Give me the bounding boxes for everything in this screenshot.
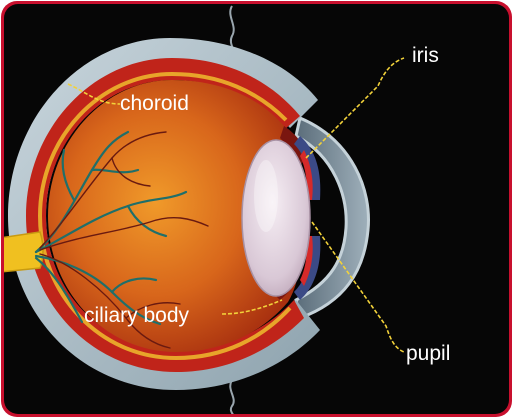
lens (242, 140, 310, 296)
ciliary-body-label: ciliary body (84, 304, 190, 327)
choroid-label: choroid (120, 92, 189, 115)
lens-highlight (254, 160, 278, 232)
pupil-label: pupil (406, 342, 450, 365)
iris-label: iris (412, 44, 439, 67)
